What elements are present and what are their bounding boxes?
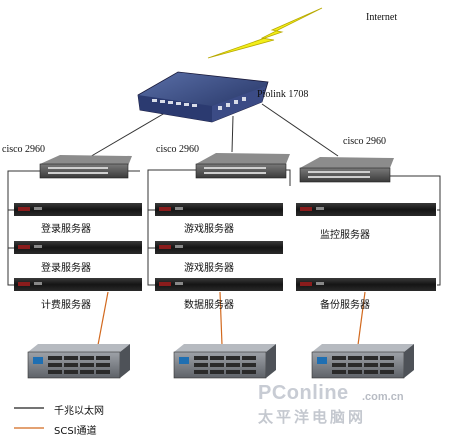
access-switch-middle-label: cisco 2960	[156, 144, 200, 155]
server-database-label: 数据服务器	[184, 300, 234, 311]
server-login-2-label: 登录服务器	[41, 263, 91, 274]
gigabit-uplinks	[87, 103, 339, 159]
server-game-2-label: 游戏服务器	[184, 263, 234, 274]
server-billing	[14, 278, 142, 291]
server-game-1	[155, 203, 283, 216]
left-bus-lines	[7, 170, 140, 286]
server-backup	[296, 278, 436, 291]
legend-scsi-label: SCSI通道	[54, 426, 97, 437]
legend-gigabit-label: 千兆以太网	[54, 406, 104, 417]
server-game-1-label: 游戏服务器	[184, 224, 234, 235]
server-login-2	[14, 241, 142, 254]
access-switch-left-label: cisco 2960	[2, 144, 46, 155]
access-switch-left	[39, 155, 132, 179]
access-switch-middle	[195, 153, 290, 179]
middle-bus-lines	[147, 169, 291, 286]
core-switch-piolink	[137, 71, 269, 123]
internet-lightning-icon	[207, 7, 323, 59]
server-monitor	[296, 203, 436, 216]
server-monitor-label: 监控服务器	[320, 230, 370, 241]
access-switch-right-label: cisco 2960	[343, 136, 387, 147]
server-game-2	[155, 241, 283, 254]
server-backup-label: 备份服务器	[320, 300, 370, 311]
storage-array-middle	[173, 344, 276, 379]
watermark-domain: .com.cn	[362, 391, 404, 403]
server-database	[155, 278, 283, 291]
internet-label: Internet	[366, 12, 398, 23]
right-bus-lines	[390, 175, 441, 286]
storage-array-left	[27, 344, 130, 379]
watermark-chinese: 太平洋电脑网	[258, 408, 367, 426]
storage-array-right	[311, 344, 414, 379]
core-switch-label: Piolink 1708	[257, 89, 309, 100]
access-switch-right	[299, 157, 394, 183]
watermark-brand: PConline	[258, 382, 349, 404]
server-billing-label: 计费服务器	[41, 300, 91, 311]
scsi-links	[97, 291, 366, 346]
server-login-1	[14, 203, 142, 216]
server-login-1-label: 登录服务器	[41, 224, 91, 235]
